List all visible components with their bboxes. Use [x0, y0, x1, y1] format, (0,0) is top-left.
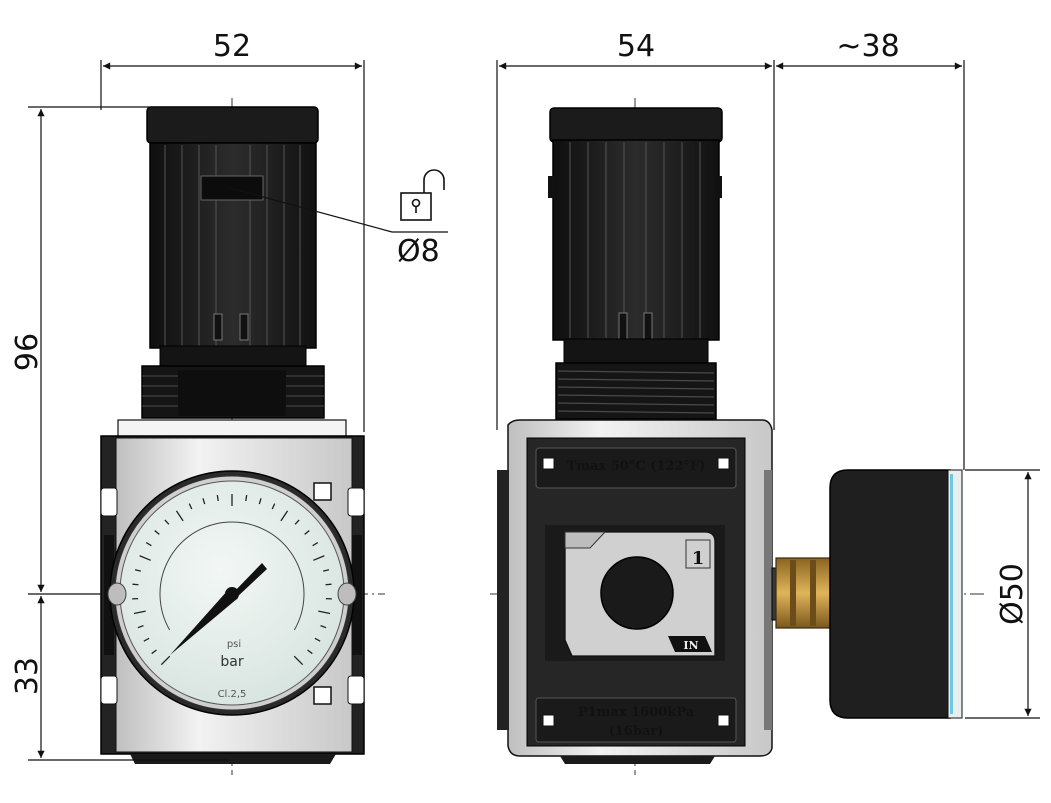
front-width-dimension: 52 [213, 29, 251, 64]
port-in-label: IN [683, 639, 698, 652]
front-view: psi bar Cl.2,5 Ø8 [100, 106, 448, 764]
gauge-tick [188, 503, 193, 510]
gauge-tick [160, 655, 171, 666]
front-knob [146, 106, 319, 369]
gauge-tick [145, 542, 152, 547]
gauge-tick [175, 510, 184, 522]
lock-diameter-label: Ø8 [397, 234, 440, 269]
gauge-tick [313, 555, 325, 561]
dimension-lines [28, 60, 1040, 761]
gauge-tick [293, 655, 304, 666]
gauge-unit-bar: bar [220, 654, 243, 670]
gauge-class-label: Cl.2,5 [218, 689, 247, 700]
gauge-tick [320, 625, 327, 629]
gauge-tick [304, 530, 310, 535]
gauge-tick [280, 510, 289, 522]
gauge-tick [137, 625, 144, 629]
temperature-rating-label: Tmax 50°C (122°F) [567, 459, 706, 474]
gauge-tick [325, 583, 332, 586]
gauge-diameter-dimension: Ø50 [995, 563, 1030, 625]
gauge-tick [314, 637, 321, 642]
gauge-tick [258, 498, 262, 505]
gauge-tick [132, 583, 139, 586]
gauge-tick [323, 569, 330, 572]
gauge-tick [202, 498, 206, 505]
gauge-ticks [132, 494, 332, 666]
gauge-tick [164, 519, 170, 525]
gauge-needle [170, 590, 238, 655]
gauge-inner-arc [159, 521, 305, 631]
lower-height-dimension: 33 [10, 657, 45, 695]
side-width-dimension: 54 [617, 29, 655, 64]
gauge-tick [318, 610, 331, 615]
gauge-tick [294, 519, 300, 525]
gauge-tick [312, 542, 319, 547]
gauge-tick [139, 555, 151, 561]
gauge-unit-psi: psi [227, 639, 241, 650]
gauge-needle-tail [232, 563, 267, 598]
side-thread [555, 362, 717, 420]
front-gauge: psi bar Cl.2,5 [107, 470, 357, 716]
front-thread [141, 365, 325, 419]
padlock-open-icon [400, 169, 445, 221]
side-knob [548, 107, 723, 366]
pressure-rating-line2: (16bar) [609, 724, 664, 739]
gauge-tick [307, 649, 313, 655]
pressure-rating-line1: P1max 1600kPa [578, 705, 695, 720]
gauge-tick [151, 649, 157, 655]
gauge-tick [133, 610, 146, 615]
side-gauge [771, 469, 963, 719]
lock-callout [229, 187, 448, 233]
gauge-tick [154, 530, 160, 535]
gauge-depth-dimension: ~38 [836, 29, 899, 64]
side-view: Tmax 50°C (122°F) P1max 1600kPa (16bar) … [497, 107, 963, 764]
port-number-label: 1 [692, 548, 705, 569]
gauge-tick [216, 494, 219, 502]
gauge-tick [271, 503, 276, 510]
gauge-tick [134, 569, 141, 572]
side-body: Tmax 50°C (122°F) P1max 1600kPa (16bar) … [497, 419, 773, 764]
gauge-hub [225, 587, 239, 601]
gauge-tick [143, 637, 150, 642]
upper-height-dimension: 96 [10, 333, 45, 371]
gauge-tick [245, 494, 248, 502]
